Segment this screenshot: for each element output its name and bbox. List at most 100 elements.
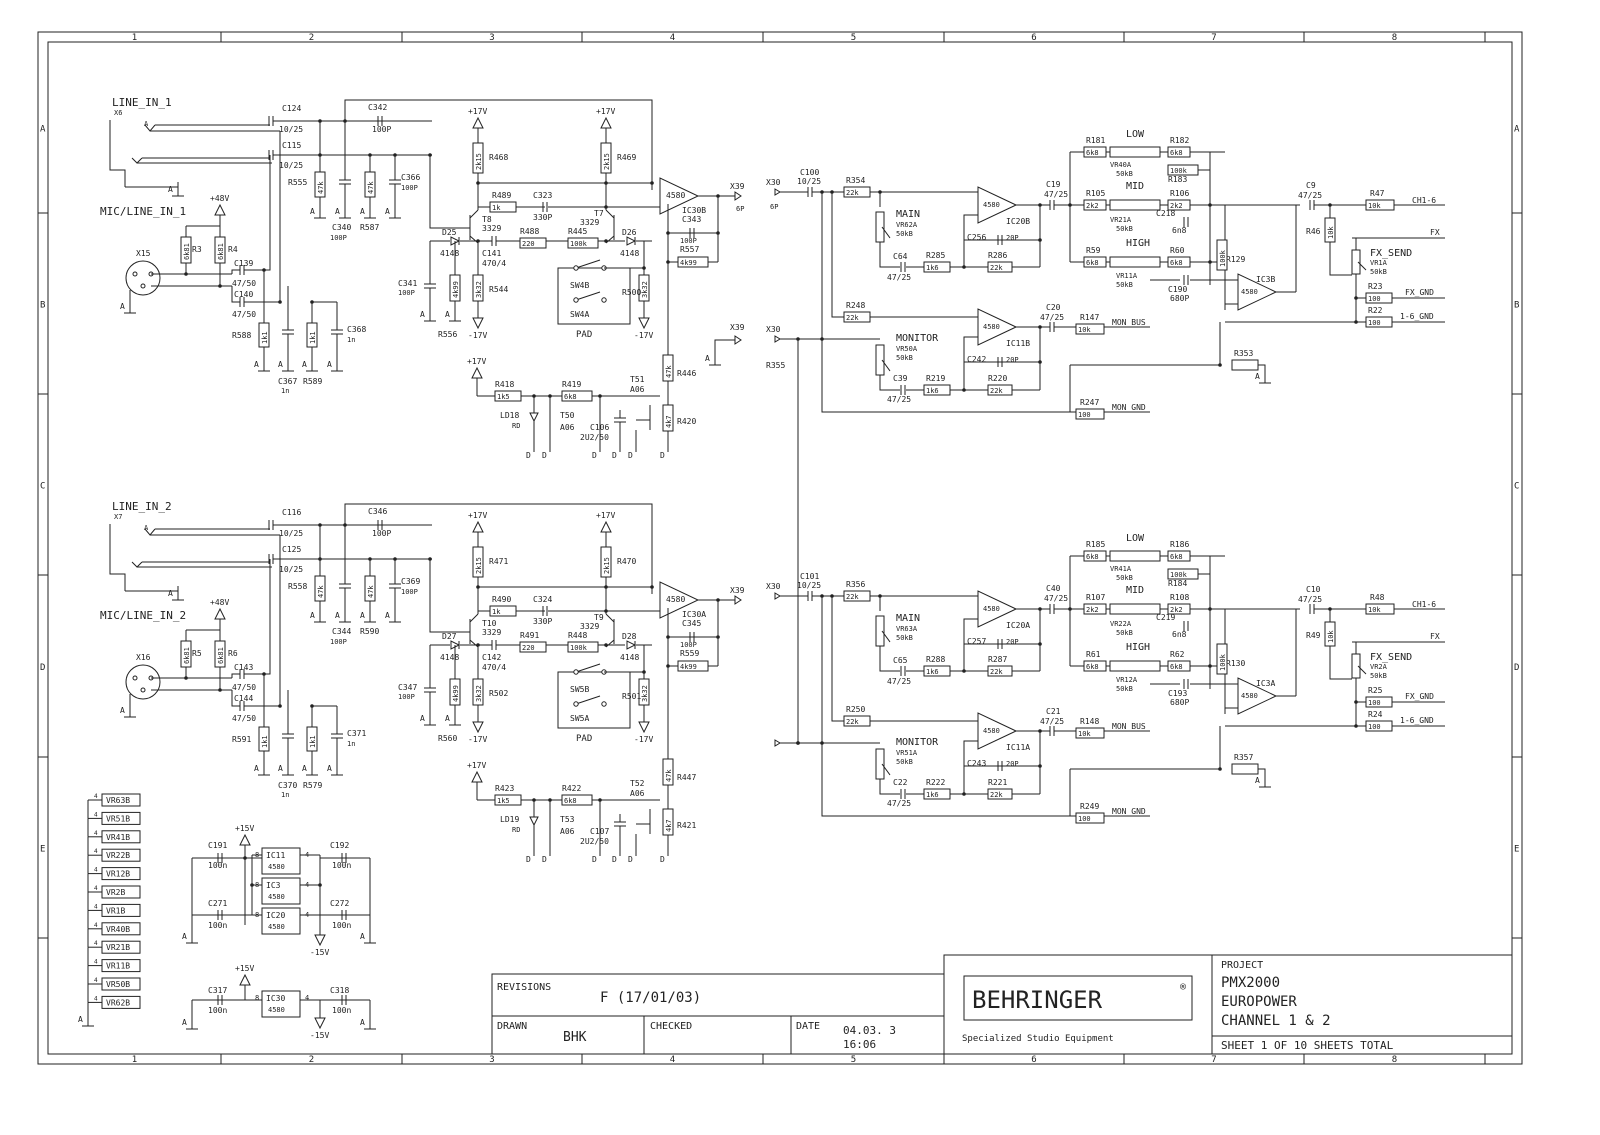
vr-box (101, 830, 141, 844)
led-value: RD (512, 826, 520, 834)
junction-dot (218, 688, 222, 692)
wire (1329, 646, 1352, 680)
junction-dot (666, 231, 670, 235)
xlr-pin (140, 283, 146, 289)
res-ref: R557 (680, 245, 699, 254)
ic-ref: IC20A (1006, 621, 1030, 630)
transistor-ref: T10 (482, 619, 497, 628)
cap-value: 100P (372, 125, 391, 134)
cap-ref: C347 (398, 683, 417, 692)
cap-ref: C369 (401, 577, 420, 586)
diode-ref: D26 (622, 228, 637, 237)
transistor-value: 3329 (482, 224, 501, 233)
switch-blade (575, 695, 601, 705)
resistor-value: 1k1 (309, 735, 317, 748)
rail-arrow-icon (214, 203, 226, 216)
row-label: A (1514, 125, 1520, 135)
row-label: B (1514, 301, 1519, 311)
xlr-pin (132, 271, 138, 277)
pot-ref: VR51A (896, 749, 918, 757)
transistor-ref: T52 (630, 779, 645, 788)
junction-dot (650, 181, 654, 185)
cap-value: 330P (533, 617, 552, 626)
res-ref: R591 (232, 735, 251, 744)
cap-ref: C243 (967, 759, 986, 768)
vr-box (101, 903, 141, 917)
column-label: 8 (1392, 33, 1397, 43)
resistor-value: 4k99 (680, 663, 697, 671)
ground-label: A (120, 302, 125, 311)
rail-label: +48V (210, 598, 229, 607)
net-label: MON_BUS (1112, 722, 1146, 731)
pot-value: 50kB (896, 634, 913, 642)
resistor-value: 6k8 (1170, 149, 1183, 157)
cap-value: 100P (372, 529, 391, 538)
resistor (1083, 146, 1107, 158)
wire (429, 155, 470, 229)
res-ref: R4 (228, 245, 238, 254)
resistor (1083, 603, 1107, 615)
cap-value: 100n (208, 921, 227, 930)
ic-part: 4580 (983, 727, 1000, 735)
net-label: MON_BUS (1112, 318, 1146, 327)
line-input-title: LINE_IN_2 (112, 500, 172, 513)
wire (186, 215, 221, 227)
resistor-value: 4k99 (452, 685, 460, 702)
resistor-value: 22k (990, 387, 1003, 395)
cap-value: 100P (680, 237, 697, 245)
wire (879, 385, 900, 391)
resistor-value: 6k8 (1170, 663, 1183, 671)
res-ref: R24 (1368, 710, 1383, 719)
rail-label: -17V (634, 735, 653, 744)
cap-value: 6n8 (1172, 630, 1187, 639)
res-ref: R60 (1170, 246, 1185, 255)
row-label: D (40, 663, 45, 673)
led-icon (529, 412, 539, 423)
junction-dot (1038, 642, 1042, 646)
cap-value: 10/25 (279, 565, 303, 574)
vr-ref: VR22B (106, 851, 130, 860)
res-ref: R247 (1080, 398, 1099, 407)
diode-ref: D25 (442, 228, 457, 237)
cap-ref: C65 (893, 656, 908, 665)
junction-dot (1218, 363, 1222, 367)
vr-pin: 4 (94, 922, 98, 929)
rail-label: -17V (468, 735, 487, 744)
ic-part: 4580 (268, 1006, 285, 1014)
resistor-value: 100 (1368, 699, 1381, 707)
junction-dot (250, 883, 254, 887)
vr-ref: VR40B (106, 925, 130, 934)
res-ref: R61 (1086, 650, 1101, 659)
rail-label: +48V (210, 194, 229, 203)
ic-part: 4580 (1241, 288, 1258, 296)
res-ref: R445 (568, 227, 587, 236)
junction-dot (820, 337, 824, 341)
ground-label: A (254, 360, 259, 369)
res-ref: R62 (1170, 650, 1185, 659)
cap-value: 47/50 (232, 279, 256, 288)
led-ref: LD19 (500, 815, 519, 824)
cap-ref: C344 (332, 627, 351, 636)
cap-value: 47/25 (887, 273, 911, 282)
column-label: 5 (851, 1055, 856, 1065)
res-ref: R558 (288, 582, 307, 591)
vr-box (101, 922, 141, 936)
pot-value: 50kB (896, 758, 913, 766)
connector-ref: X30 (766, 325, 781, 334)
res-ref: R285 (926, 251, 945, 260)
res-ref: R447 (677, 773, 696, 782)
res-ref: R181 (1086, 136, 1105, 145)
connector-arrow-icon (734, 191, 742, 201)
ground-label: A (445, 310, 450, 319)
ic-part: 4580 (268, 923, 285, 931)
cap-value: 330P (533, 213, 552, 222)
res-ref: R491 (520, 631, 539, 640)
resistor-value: 3k32 (475, 685, 483, 702)
res-ref: R287 (988, 655, 1007, 664)
diode-value: 4148 (620, 249, 639, 258)
rail-label: +17V (467, 761, 486, 770)
res-ref: R130 (1226, 659, 1245, 668)
ic-part: 4580 (983, 605, 1000, 613)
res-ref: R129 (1226, 255, 1245, 264)
pot-ref: VR41A (1110, 565, 1132, 573)
